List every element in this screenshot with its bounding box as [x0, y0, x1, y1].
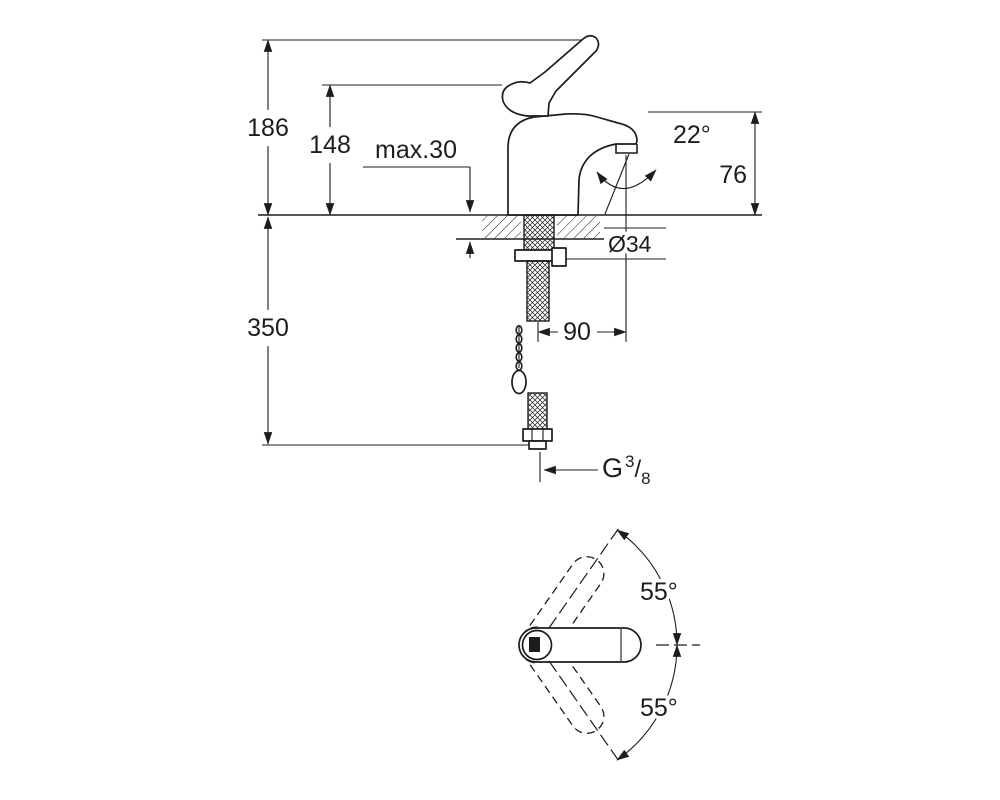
counter-hatch-right — [557, 216, 600, 238]
thread-numerator: 3 — [625, 452, 634, 471]
dim-label-76: 76 — [719, 161, 747, 189]
handle-position-upper — [518, 556, 605, 664]
faucet-body — [507, 112, 638, 216]
counter-hatch-left — [482, 216, 521, 238]
angle-arc — [596, 169, 657, 189]
dimension-spout-height: 76 — [716, 111, 760, 216]
dimension-total-height: 186 — [244, 39, 292, 216]
dim-label-55-lower: 55° — [640, 694, 678, 722]
cartridge-block — [529, 637, 540, 652]
dimension-max-mounting-thickness: max.30 — [363, 133, 475, 258]
dim-label-148: 148 — [309, 131, 351, 159]
dim-label-90: 90 — [563, 318, 591, 346]
swing-line-lower — [548, 660, 622, 765]
spout-aerator — [615, 144, 638, 154]
swing-line-upper — [548, 524, 622, 629]
supply-hose-lower — [527, 392, 548, 432]
dimension-spout-projection: 90 — [537, 315, 627, 350]
dim-label-186: 186 — [247, 114, 289, 142]
thread-denominator: 8 — [641, 469, 650, 488]
dim-label-350: 350 — [247, 314, 289, 342]
faucet-lever — [501, 34, 600, 117]
dim-label-55-upper: 55° — [640, 578, 678, 606]
dim-label-22deg: 22° — [673, 121, 711, 149]
swing-arc-upper — [616, 529, 682, 646]
handle-position-lower — [518, 626, 605, 734]
threaded-shank — [523, 214, 555, 254]
swing-arc-lower — [616, 644, 682, 761]
handle-outline-dashed — [518, 556, 605, 664]
dim-label-max30: max.30 — [375, 136, 457, 164]
undermount-hardware — [511, 214, 567, 450]
dimension-spout-angle: 22° — [596, 118, 714, 342]
faucet-fixture — [501, 34, 638, 216]
mounting-surface — [482, 216, 600, 238]
supply-hose-upper — [526, 260, 550, 322]
handle-outline-dashed — [518, 626, 605, 734]
faucet-side-view: 186 148 max.30 76 22° — [244, 34, 762, 492]
dimension-handle-height: 148 — [306, 84, 354, 216]
dimension-hose-length: 350 — [244, 216, 292, 445]
dimension-hole-diameter: Ø34 — [566, 227, 666, 261]
faucet-top-view: 55° 55° — [518, 524, 700, 765]
hose-nut — [522, 428, 553, 442]
thread-g: G — [602, 453, 623, 483]
hose-thread-tail — [528, 440, 547, 450]
chain-pendant — [511, 369, 527, 395]
dim-label-dia34: Ø34 — [608, 231, 652, 257]
fixing-screw — [551, 247, 567, 267]
chain-pull — [511, 324, 527, 395]
